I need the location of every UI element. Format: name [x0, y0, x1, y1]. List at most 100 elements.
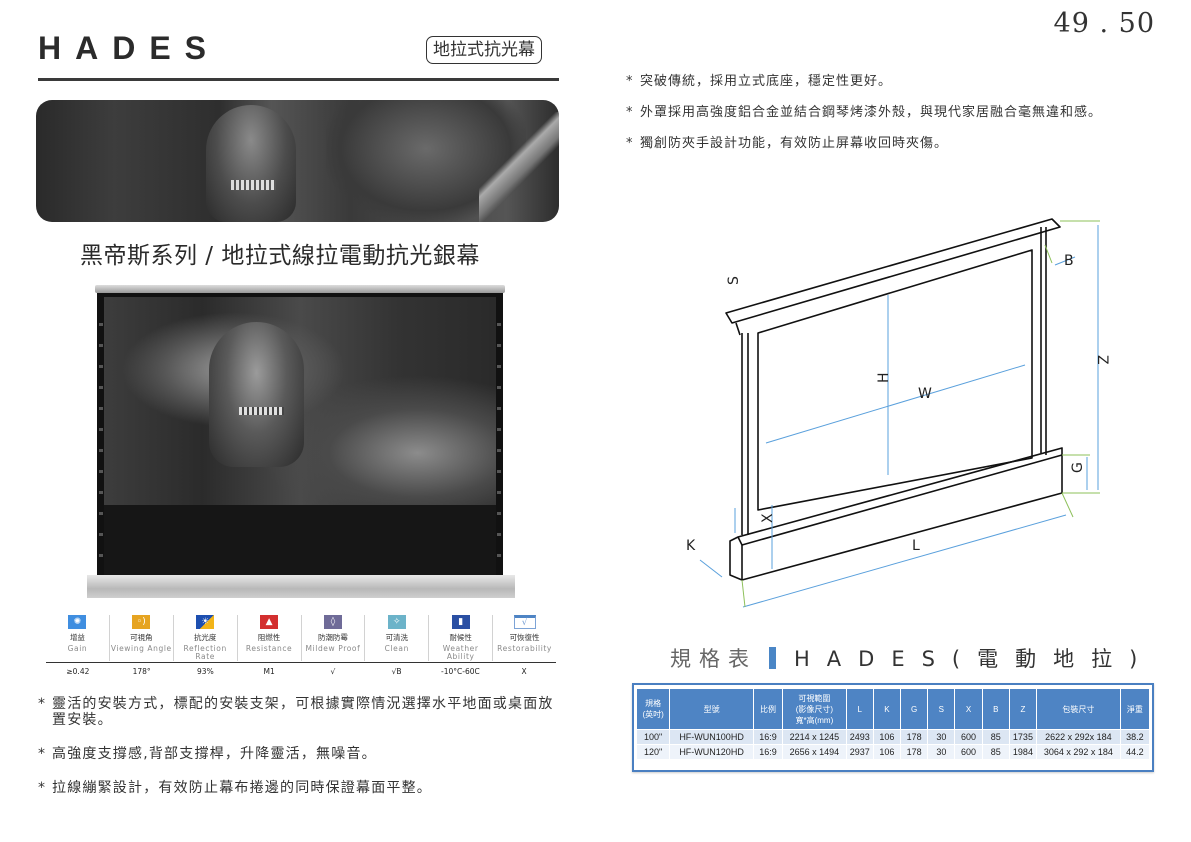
spec-heading: 規格表 HADES(電動地拉)	[670, 643, 1154, 673]
feature-values-row: ≥0.42 178° 93% M1 √ √B -10°C-60C X	[46, 662, 556, 676]
feature-mildew-proof: ◊ 防潮防霉 Mildew Proof	[300, 615, 365, 661]
bullet-item: 外罩採用高強度鋁合金並結合鋼琴烤漆外殼，與現代家居融合毫無違和感。	[626, 105, 1126, 120]
resistance-value: M1	[263, 667, 275, 676]
feature-clean: ✧ 可清洗 Clean	[364, 615, 428, 661]
cell-size: 120"	[637, 745, 670, 759]
bullet-item: 突破傳統，採用立式底座，穩定性更好。	[626, 74, 1126, 89]
col-net-weight: 淨重	[1120, 689, 1149, 729]
product-image	[87, 285, 515, 598]
anti-light-icon: ☀	[196, 615, 215, 629]
screen-surface-shape	[757, 249, 1033, 511]
feature-restorability: √ 可恢復性 Restorability	[492, 615, 556, 661]
feature-gain: ✺ 增益 Gain	[46, 615, 109, 661]
flame-resistance-icon: ▲	[260, 615, 279, 629]
spec-table-header-row: 規格 (英吋) 型號 比例 可視範圍 (影像尺寸) 寬*高(mm) L K G …	[637, 689, 1149, 729]
thermometer-icon: ▮	[451, 615, 470, 629]
banner-teeth-shape	[231, 180, 276, 190]
col-K: K	[873, 689, 901, 729]
viewing-angle-icon: ◦)	[132, 615, 151, 629]
label-X: X	[760, 513, 776, 523]
dimension-diagram: B Z S H W G X K L	[686, 218, 1110, 608]
feature-weather-ability: ▮ 耐候性 Weather Ability	[428, 615, 492, 661]
page-number: 49 . 50	[1053, 8, 1155, 39]
feature-label-cn: 耐候性	[449, 633, 472, 642]
clean-value: √B	[391, 667, 402, 676]
spec-heading-cn: 規格表	[670, 647, 757, 671]
cell-S: 30	[928, 745, 955, 759]
feature-label-cn: 阻燃性	[257, 633, 281, 642]
banner-image	[36, 100, 559, 222]
col-B: B	[982, 689, 1009, 729]
feature-label-cn: 防潮防霉	[317, 633, 348, 642]
cell-G: 178	[901, 730, 928, 744]
feature-label-en: Resistance	[245, 644, 293, 653]
cell-L: 2493	[846, 730, 873, 744]
cell-viewing-area: 2656 x 1494	[783, 745, 846, 759]
right-feature-list: 突破傳統，採用立式底座，穩定性更好。 外罩採用高強度鋁合金並結合鋼琴烤漆外殼，與…	[626, 74, 1126, 167]
col-package-size: 包裝尺寸	[1037, 689, 1120, 729]
table-row: 120" HF-WUN120HD 16:9 2656 x 1494 2937 1…	[637, 745, 1149, 759]
label-G: G	[1070, 462, 1086, 473]
feature-label-cn: 可恢復性	[509, 633, 540, 642]
feature-label-en: Weather Ability	[442, 644, 479, 661]
feature-label-en: Reflection Rate	[183, 644, 227, 661]
feature-label-en: Clean	[384, 644, 409, 653]
title-divider	[38, 78, 559, 81]
washable-icon: ✧	[387, 615, 406, 629]
series-title: 黑帝斯系列 / 地拉式線拉電動抗光銀幕	[80, 243, 480, 269]
col-G: G	[901, 689, 928, 729]
mildew-proof-icon: ◊	[323, 615, 342, 629]
feature-resistance: ▲ 阻燃性 Resistance	[236, 615, 301, 661]
label-H: H	[876, 372, 892, 383]
col-model: 型號	[670, 689, 753, 729]
col-ratio: 比例	[753, 689, 783, 729]
cell-G: 178	[901, 745, 928, 759]
feature-icons-row: ✺ 增益 Gain ◦) 可視角 Viewing Angle ☀ 抗光度 Ref…	[46, 615, 556, 661]
cell-S: 30	[928, 730, 955, 744]
mildew-proof-value: √	[330, 667, 336, 676]
col-S: S	[928, 689, 955, 729]
col-viewing-area: 可視範圍 (影像尺寸) 寬*高(mm)	[783, 689, 846, 729]
feature-label-en: Restorability	[497, 644, 552, 653]
bullet-item: 靈活的安裝方式，標配的安裝支架，可根據實際情況選擇水平地面或桌面放置安裝。	[38, 696, 558, 728]
screen-picture	[104, 297, 496, 505]
cell-model: HF-WUN120HD	[670, 745, 753, 759]
feature-viewing-angle: ◦) 可視角 Viewing Angle	[108, 615, 173, 661]
viewing-angle-value: 178°	[132, 667, 151, 676]
label-Z: Z	[1094, 355, 1110, 365]
cell-Z: 1735	[1009, 730, 1037, 744]
cell-package-size: 3064 x 292 x 184	[1037, 745, 1120, 759]
gain-value: ≥0.42	[66, 667, 90, 676]
banner-weapon-shape	[479, 112, 559, 222]
category-tag: 地拉式抗光幕	[426, 36, 542, 64]
cell-X: 600	[955, 730, 982, 744]
cell-size: 100"	[637, 730, 670, 744]
cell-L: 2937	[846, 745, 873, 759]
col-X: X	[955, 689, 982, 729]
weather-ability-value: -10°C-60C	[441, 667, 480, 676]
cell-Z: 1984	[1009, 745, 1037, 759]
knight-teeth-shape	[239, 407, 284, 415]
cell-X: 600	[955, 745, 982, 759]
bullet-item: 獨創防夾手設計功能，有效防止屏幕收回時夾傷。	[626, 136, 1126, 151]
label-K: K	[686, 538, 696, 554]
brand-title: HADES	[38, 30, 221, 66]
label-B: B	[1064, 253, 1074, 269]
cell-B: 85	[982, 730, 1009, 744]
cell-net-weight: 38.2	[1120, 730, 1149, 744]
base-housing-shape	[729, 447, 1063, 581]
cell-B: 85	[982, 745, 1009, 759]
bullet-item: 高強度支撐感,背部支撐桿，升降靈活，無噪音。	[38, 746, 558, 762]
feature-label-cn: 增益	[69, 633, 85, 642]
label-L: L	[912, 538, 920, 554]
reflection-rate-value: 93%	[197, 667, 214, 676]
restorability-value: X	[521, 667, 527, 676]
spec-table-container: 規格 (英吋) 型號 比例 可視範圍 (影像尺寸) 寬*高(mm) L K G …	[632, 683, 1154, 772]
banner-helmet-shape	[206, 105, 296, 222]
cell-viewing-area: 2214 x 1245	[783, 730, 846, 744]
spec-heading-model: HADES(電動地拉)	[794, 647, 1155, 671]
cell-K: 106	[873, 730, 901, 744]
left-tension-cable	[99, 305, 103, 565]
col-size: 規格 (英吋)	[637, 689, 670, 729]
cell-package-size: 2622 x 292x 184	[1037, 730, 1120, 744]
